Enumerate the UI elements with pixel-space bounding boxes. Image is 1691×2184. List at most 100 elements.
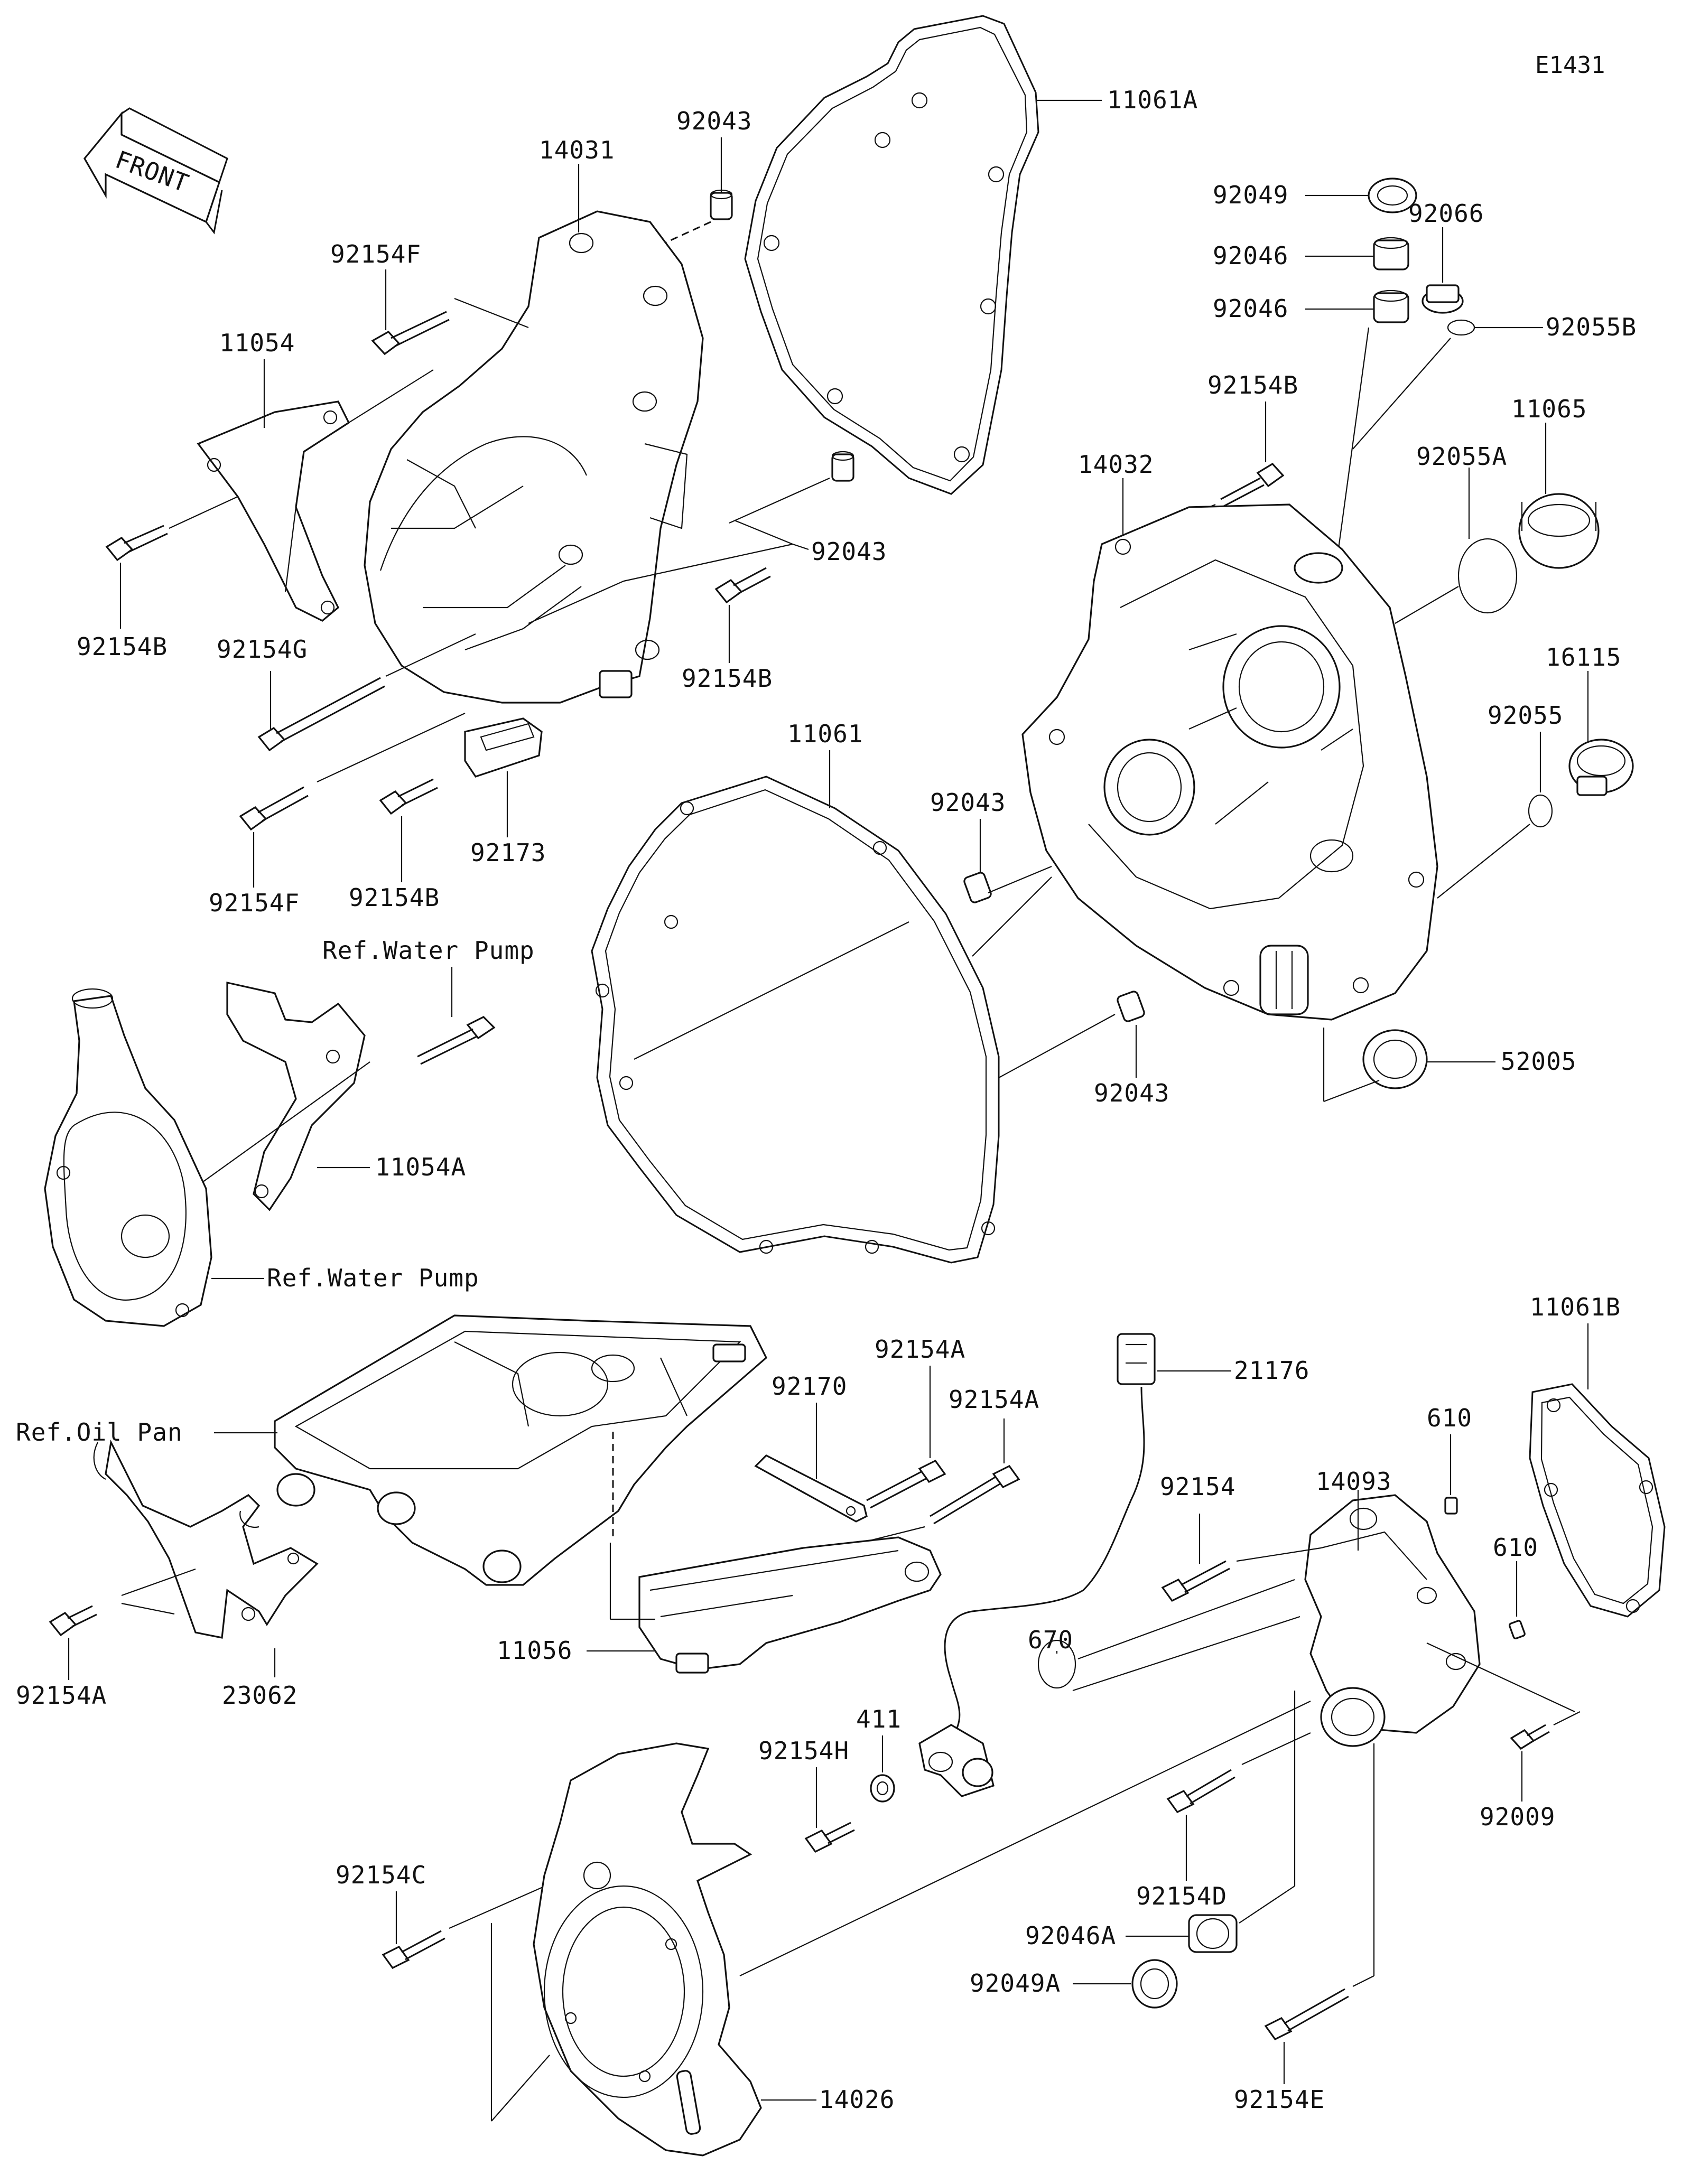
label-92170: 92170 [772,1372,847,1401]
bolt-92154 [1161,1560,1230,1602]
sensor-21176 [918,1333,1156,1797]
label-11061: 11061 [787,720,863,748]
bolt-92154B-right [1220,462,1285,507]
bearing-92046-a [1373,237,1409,270]
label-11054: 11054 [219,329,295,357]
label-92154A-b: 92154A [949,1385,1039,1414]
label-610-b: 610 [1493,1533,1538,1562]
label-92055: 92055 [1488,701,1563,730]
label-92043-mid: 92043 [811,537,887,566]
label-92055B: 92055B [1546,313,1637,341]
label-92055A: 92055A [1416,442,1507,471]
label-92046-b: 92046 [1213,294,1288,323]
dowel-92043-top [710,192,733,220]
label-92066: 92066 [1408,199,1484,228]
label-610-a: 610 [1427,1404,1472,1432]
bolt-92154C [382,1930,445,1970]
bolt-92154B-center [714,567,771,604]
bolt-92154G [257,677,385,752]
label-11065: 11065 [1511,395,1587,423]
label-92043-top: 92043 [676,107,752,135]
label-ref-water-pump-bottom: Ref.Water Pump [267,1264,479,1292]
bolt-92154B-mid [379,778,438,815]
label-92154A-a: 92154A [875,1335,965,1364]
bearing-92046-b [1373,290,1409,323]
label-92154B-left: 92154B [77,632,168,661]
label-92009: 92009 [1480,1803,1555,1831]
label-92154C: 92154C [336,1861,426,1889]
diagram-code: E1431 [1535,52,1605,79]
bolt-92154F-lower [239,786,309,831]
label-92154F-low: 92154F [209,889,300,917]
gasket-11061 [591,776,1000,1264]
guard-11056 [638,1536,942,1674]
strap-92170 [754,1454,868,1523]
dowel-92043-d [1117,991,1145,1022]
label-92154: 92154 [1160,1472,1235,1501]
sprocket-cover-14026 [533,1742,762,2157]
label-92154A-left: 92154A [16,1681,107,1710]
label-92154B-right: 92154B [1207,371,1298,399]
label-92173: 92173 [470,838,546,867]
cap-11065 [1518,493,1600,569]
label-411: 411 [856,1705,902,1733]
bolt-92154H [804,1822,855,1853]
label-92043-d: 92043 [1094,1079,1169,1107]
label-11061A: 11061A [1107,86,1198,114]
label-92049A: 92049A [970,1969,1061,1998]
bolt-92154B-left [105,525,168,562]
label-92046-a: 92046 [1213,241,1288,270]
label-92154E: 92154E [1234,2085,1325,2114]
label-92154H: 92154H [758,1737,849,1765]
bracket-11054A [226,982,366,1211]
label-92154D: 92154D [1136,1882,1227,1910]
label-14032: 14032 [1078,450,1154,479]
bolt-ref-wp [417,1016,496,1065]
housing-14093 [1304,1494,1481,1747]
gasket-11061B [1529,1383,1666,1618]
bracket-11054 [197,400,350,622]
bolt-92154D [1166,1769,1235,1814]
bearing-92046A [1188,1914,1238,1953]
label-16115: 16115 [1546,643,1621,671]
clutch-cover-14032 [1021,503,1438,1021]
bolt-92154A-left [49,1605,97,1637]
oring-92055 [1528,794,1553,828]
label-52005: 52005 [1501,1047,1576,1076]
label-92154F-top: 92154F [330,240,421,268]
label-14093: 14093 [1316,1467,1391,1496]
oring-92055A [1457,538,1518,614]
bracket-23062 [93,1439,319,1639]
dowel-92043-c [963,872,992,903]
clamp-92173 [464,717,543,778]
seal-92049 [1368,178,1417,213]
cover-14031 [364,210,704,704]
label-11056: 11056 [497,1636,572,1665]
oil-pan [274,1314,767,1586]
oring-92055B [1447,319,1475,336]
water-pump [44,988,212,1327]
oring-670 [1037,1639,1076,1689]
gasket-11061A [744,15,1039,495]
label-14026: 14026 [819,2085,895,2114]
bolt-92154A-b [930,1464,1020,1525]
label-11061B: 11061B [1530,1293,1621,1321]
label-92046A: 92046A [1025,1921,1116,1950]
label-670: 670 [1028,1626,1073,1654]
bolt-92154A-a [866,1459,946,1509]
label-ref-oil-pan: Ref.Oil Pan [16,1418,183,1446]
washer-411 [870,1774,895,1803]
label-92154G: 92154G [217,635,308,664]
pin-610-b [1508,1620,1526,1639]
dowel-92043-mid [831,453,854,482]
label-92154B-mid: 92154B [349,883,440,912]
label-ref-water-pump-top: Ref.Water Pump [322,936,535,965]
label-21176: 21176 [1234,1356,1309,1385]
pin-610-a [1444,1497,1458,1515]
label-14031: 14031 [539,136,615,164]
label-23062: 23062 [222,1681,298,1710]
bolt-92154F-top [371,311,450,356]
front-arrow-icon: FRONT [83,107,228,235]
screw-92009 [1510,1724,1550,1750]
